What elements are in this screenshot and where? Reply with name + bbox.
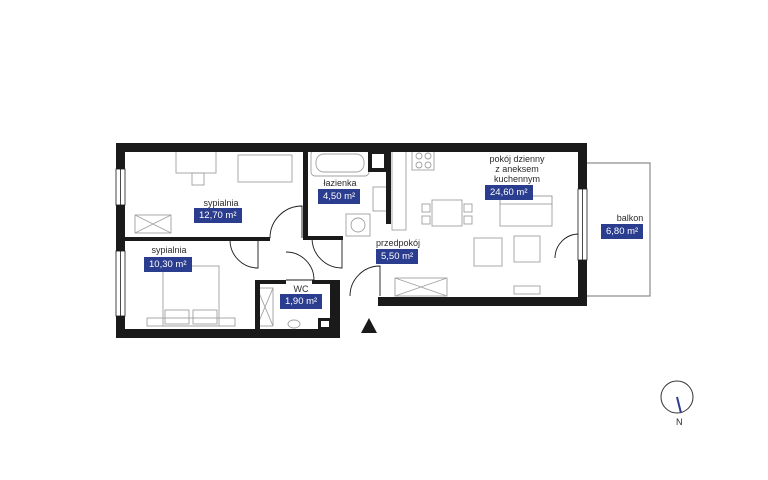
- room-name-balkon: balkon: [616, 213, 644, 223]
- entrance-arrow: [361, 318, 377, 333]
- room-name-sypialnia-2: sypialnia: [151, 245, 187, 255]
- area-badge-sypialnia-2: 10,30 m²: [144, 257, 192, 272]
- walls: [116, 143, 587, 338]
- area-badge-wc: 1,90 m²: [280, 294, 323, 309]
- door-swings: [229, 205, 580, 297]
- area-badge-lazienka: 4,50 m²: [318, 189, 361, 204]
- compass-north-label: N: [676, 417, 683, 427]
- windows: [115, 168, 588, 317]
- room-name-przedpokoj: przedpokój: [375, 238, 421, 248]
- area-badge-przedpokoj: 5,50 m²: [376, 249, 419, 264]
- room-name-wc: WC: [293, 284, 309, 294]
- area-badge-pokoj-dzienny: 24,60 m²: [485, 185, 533, 200]
- area-badge-sypialnia-1: 12,70 m²: [194, 208, 242, 223]
- room-name-pokoj-dzienny: pokój dzienny z aneksem kuchennym: [489, 154, 545, 184]
- room-name-sypialnia-1: sypialnia: [203, 198, 239, 208]
- compass: [660, 380, 694, 414]
- room-name-lazienka: łazienka: [323, 178, 357, 188]
- shafts: [321, 154, 384, 327]
- area-badge-balkon: 6,80 m²: [601, 224, 644, 239]
